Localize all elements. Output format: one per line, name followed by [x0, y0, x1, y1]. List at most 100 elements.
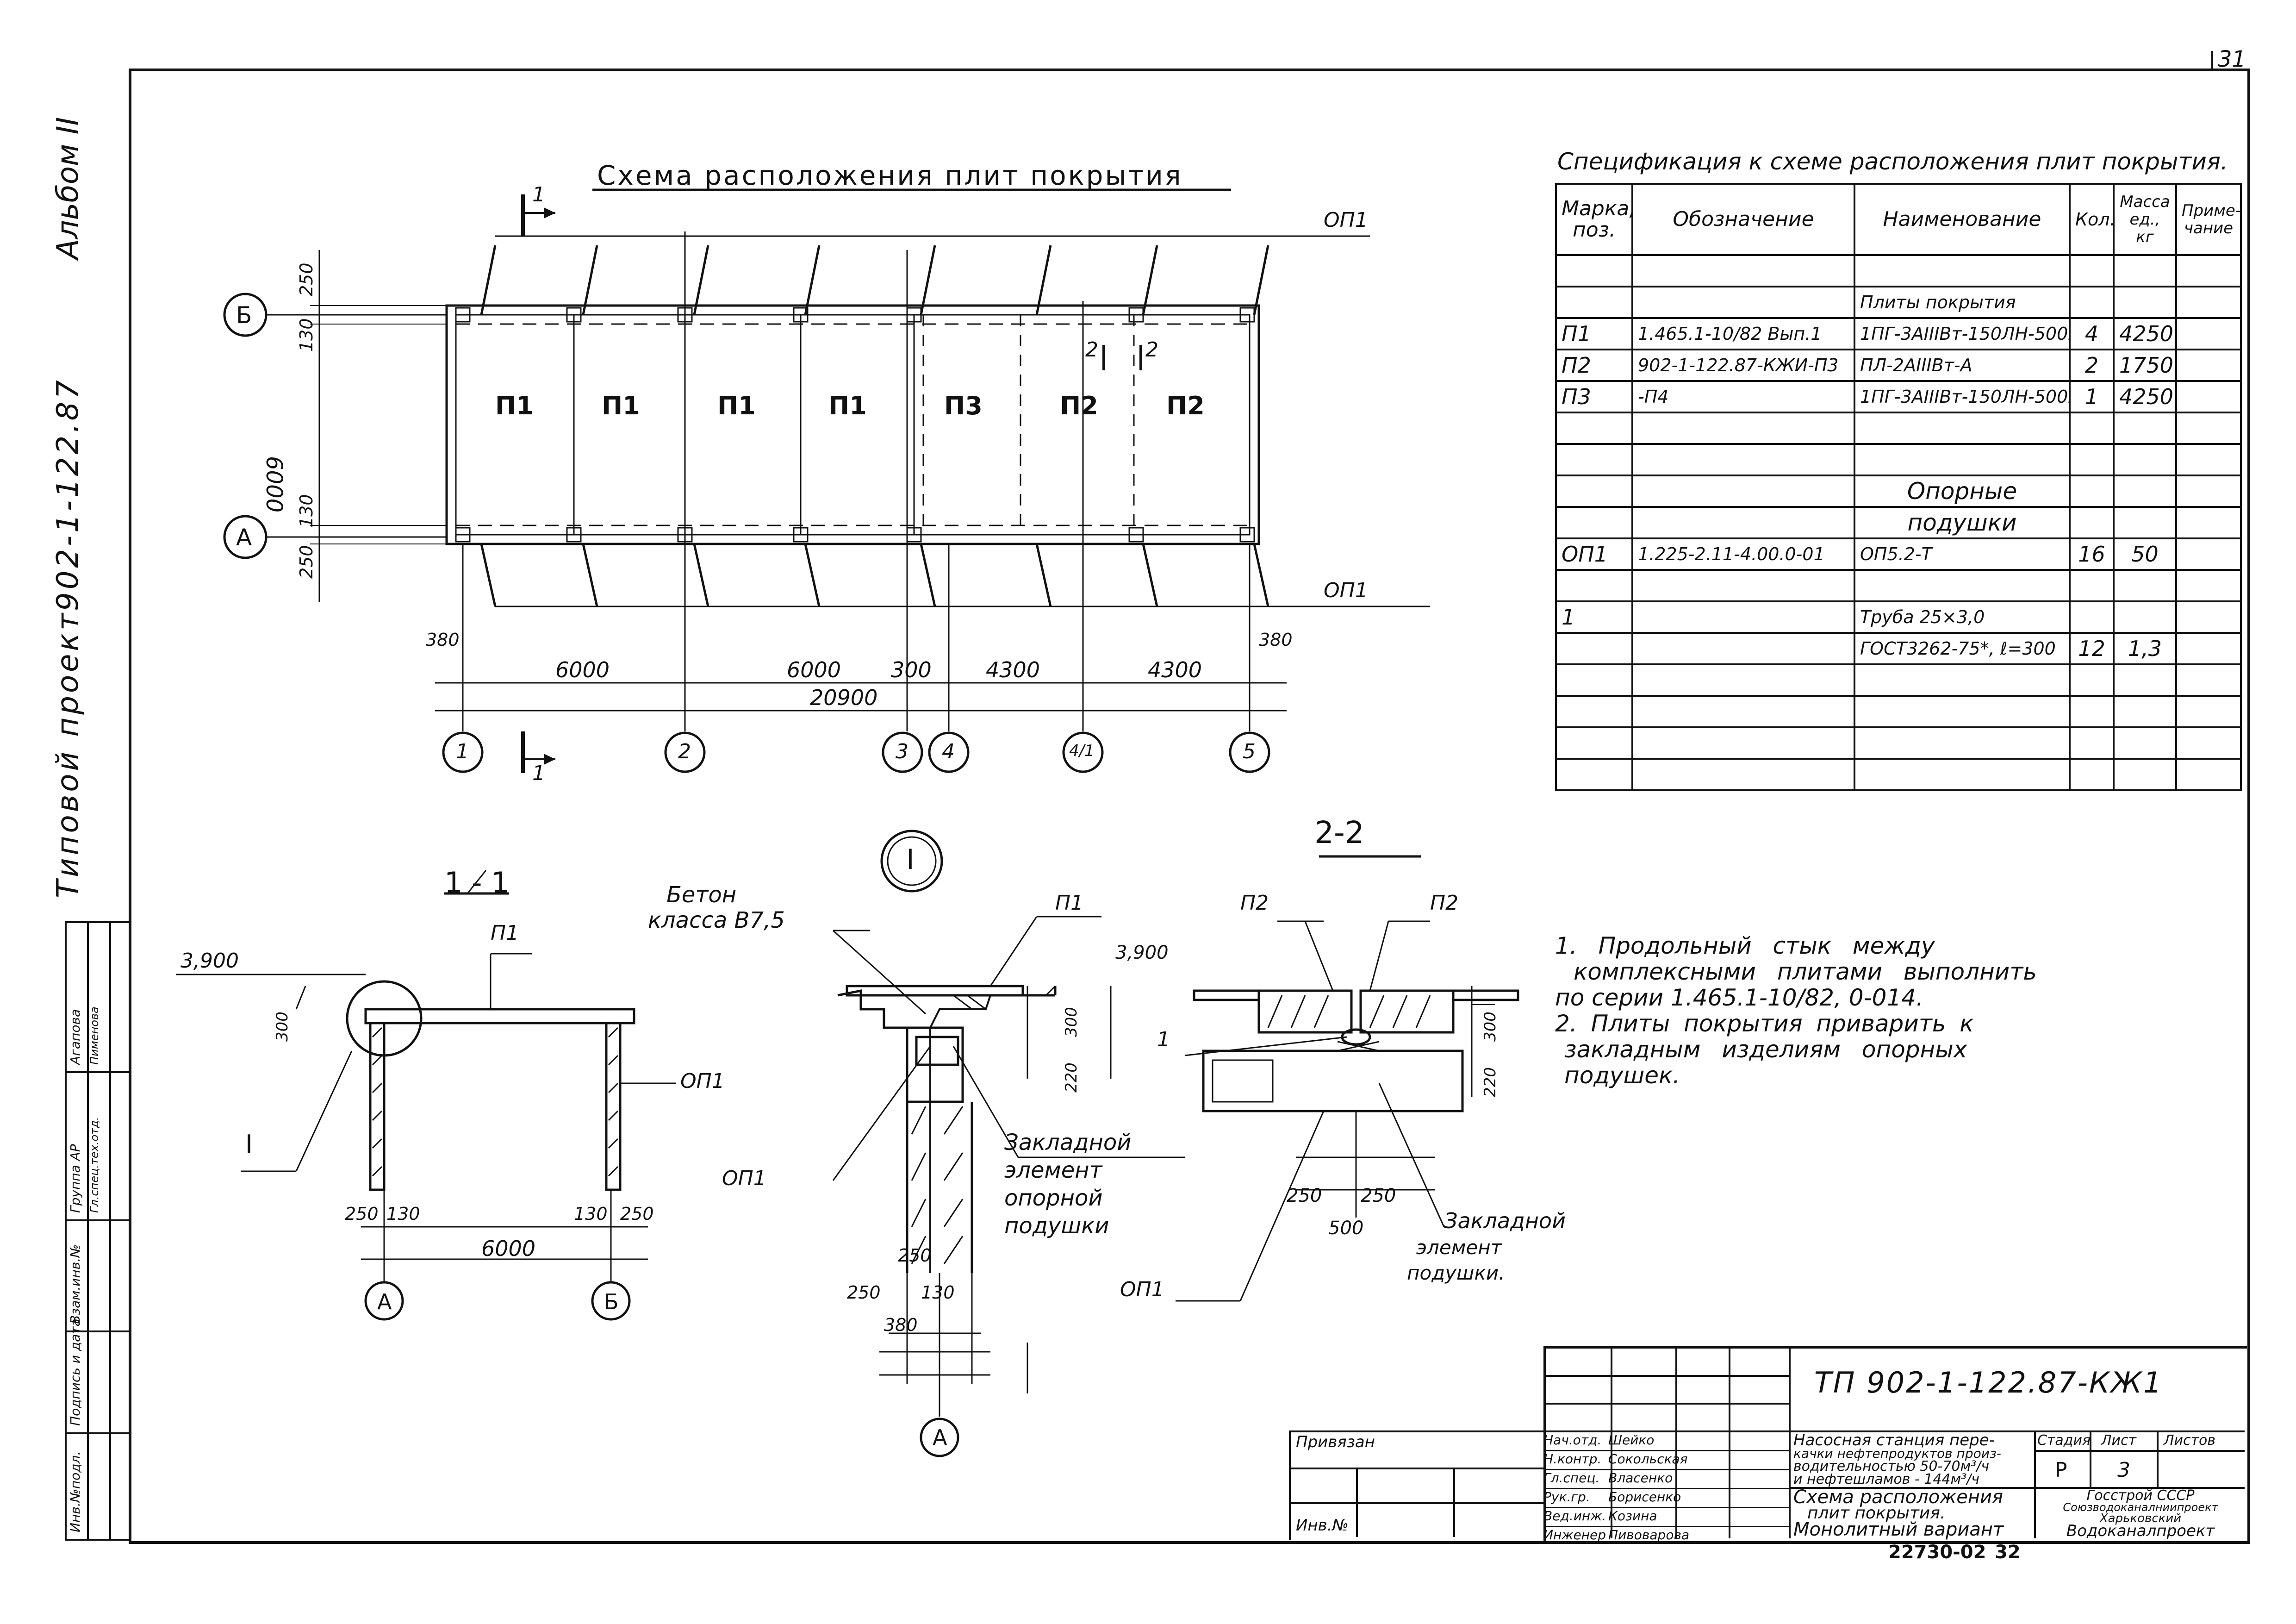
spec-header-row: Марка, поз. Обозначение Наименование Кол…	[1555, 183, 2242, 256]
spec-cell-designation: 902-1-122.87-КЖИ-П3	[1631, 349, 1855, 382]
node-i-level: 3,900	[1115, 942, 1169, 963]
section-1-1-axis-a: А	[377, 1289, 392, 1314]
name-4: Борисенко	[1608, 1489, 1681, 1505]
spec-cell-qty: 16	[2069, 537, 2115, 571]
section-2-2-support: ОП1	[1120, 1278, 1164, 1301]
spec-cell-name	[1854, 443, 2071, 476]
spec-cell-note	[2175, 443, 2242, 476]
note-line-6: подушек.	[1564, 1062, 1680, 1089]
node-i-support: ОП1	[722, 1167, 766, 1190]
spec-cell-mass	[2113, 663, 2177, 697]
title-block-code: ТП 902-1-122.87-КЖ1	[1814, 1366, 2163, 1399]
name-2: Сокольская	[1608, 1451, 1688, 1467]
spec-cell-note	[2175, 286, 2242, 319]
plan-title: Схема расположения плит покрытия	[597, 160, 1183, 191]
spec-cell-designation	[1631, 475, 1855, 508]
spec-cell-mass	[2113, 475, 2177, 508]
spec-cell-name	[1854, 695, 2071, 728]
spec-cell-note	[2175, 600, 2242, 634]
spec-cell-mark: ОП1	[1555, 537, 1633, 571]
spec-cell-qty: 1	[2069, 380, 2115, 413]
org-line-4: Водоканалпроект	[2066, 1522, 2215, 1540]
spec-header-mass: Масса ед., кг	[2113, 183, 2177, 256]
spec-cell-mark	[1555, 254, 1633, 287]
spec-cell-qty	[2069, 569, 2115, 602]
spec-row	[1555, 254, 2242, 287]
spec-cell-note	[2175, 758, 2242, 791]
spec-cell-qty	[2069, 443, 2115, 476]
spec-cell-mark	[1555, 695, 1633, 728]
section-1-1-title: 1 - 1	[444, 866, 510, 899]
org-line-2: Союзводоканалниипроект	[2063, 1501, 2218, 1514]
spec-cell-mass	[2113, 600, 2177, 634]
spec-cell-note	[2175, 506, 2242, 539]
spec-cell-note	[2175, 349, 2242, 382]
plan-dim-v-250-bottom: 250	[296, 545, 317, 579]
spec-cell-designation	[1631, 600, 1855, 634]
spec-cell-qty	[2069, 695, 2115, 728]
role-5: Вед.инж.	[1543, 1508, 1606, 1524]
spec-cell-note	[2175, 632, 2242, 665]
note-line-3: по серии 1.465.1-10/82, 0-014.	[1555, 984, 1923, 1011]
plan-dim-v-250-top: 250	[296, 262, 317, 296]
sheet-number-box	[2211, 51, 2250, 69]
spec-cell-note	[2175, 537, 2242, 571]
spec-cell-mark: П1	[1555, 317, 1633, 350]
sign-row-5: Вед.инж. Козина	[1543, 1508, 1789, 1527]
name-6: Пивоварова	[1608, 1527, 1690, 1543]
name-5: Козина	[1608, 1508, 1657, 1524]
plan-slab-3: П1	[717, 391, 756, 420]
plan-dim-v-6000: 6000	[261, 456, 287, 513]
section-2-2-dim-220: 220	[1481, 1067, 1500, 1097]
spec-cell-qty	[2069, 600, 2115, 634]
spec-cell-designation: 1.225-2.11-4.00.0-01	[1631, 537, 1855, 571]
section-2-2-pipe-mark: 1	[1157, 1028, 1170, 1051]
node-i-dim-130: 130	[921, 1282, 955, 1303]
org-line-3: Харьковский	[2099, 1512, 2182, 1525]
note-line-1: 1. Продольный стык между	[1555, 932, 1935, 959]
spec-cell-qty: 12	[2069, 632, 2115, 665]
plan-drawing	[223, 188, 1430, 773]
spec-cell-note	[2175, 412, 2242, 445]
spec-cell-mass	[2113, 286, 2177, 319]
spec-cell-mark: П2	[1555, 349, 1633, 382]
spec-cell-designation	[1631, 569, 1855, 602]
spec-cell-name: подушки	[1854, 506, 2071, 539]
name-3: Власенко	[1608, 1470, 1673, 1486]
spec-cell-mark	[1555, 569, 1633, 602]
spec-cell-qty	[2069, 726, 2115, 760]
spec-cell-designation: 1.465.1-10/82 Вып.1	[1631, 317, 1855, 350]
spec-cell-mark: 1	[1555, 600, 1633, 634]
plan-dim-4300-1: 4300	[986, 657, 1040, 682]
spec-header-designation: Обозначение	[1631, 183, 1855, 256]
plan-axis-5: 5	[1243, 740, 1256, 763]
spec-cell-name	[1854, 254, 2071, 287]
spec-cell-qty	[2069, 758, 2115, 791]
note-line-4: 2. Плиты покрытия приварить к	[1555, 1010, 1974, 1037]
plan-dim-v-130-bottom: 130	[296, 494, 317, 528]
sheet-title-line-1: Схема расположения	[1793, 1487, 2004, 1508]
spec-cell-designation	[1631, 726, 1855, 760]
spec-cell-qty: 2	[2069, 349, 2115, 382]
spec-cell-mass	[2113, 254, 2177, 287]
plan-dim-total: 20900	[810, 685, 878, 710]
node-i-dim-250-top: 250	[898, 1245, 932, 1266]
section-2-2-dim-500: 500	[1328, 1218, 1364, 1239]
spec-cell-name	[1854, 663, 2071, 697]
spec-cell-name: ОП5.2-Т	[1854, 537, 2071, 571]
spec-cell-mark	[1555, 412, 1633, 445]
section-2-2-embedded-2: элемент	[1416, 1236, 1502, 1259]
spec-cell-qty	[2069, 663, 2115, 697]
spec-cell-note	[2175, 254, 2242, 287]
node-i-title: I	[906, 843, 915, 876]
node-i-slab: П1	[1055, 891, 1084, 915]
plan-dim-6000-2: 6000	[787, 657, 841, 682]
plan-dim-v-130-top: 130	[296, 318, 317, 352]
side-stamp-inv: Инв.№подл.	[68, 1451, 83, 1532]
spec-cell-mark	[1555, 632, 1633, 665]
spec-cell-designation	[1631, 695, 1855, 728]
section-1-1-axis-b: Б	[604, 1289, 619, 1314]
spec-row: подушки	[1555, 506, 2242, 539]
section-1-1-support: ОП1	[680, 1069, 725, 1093]
